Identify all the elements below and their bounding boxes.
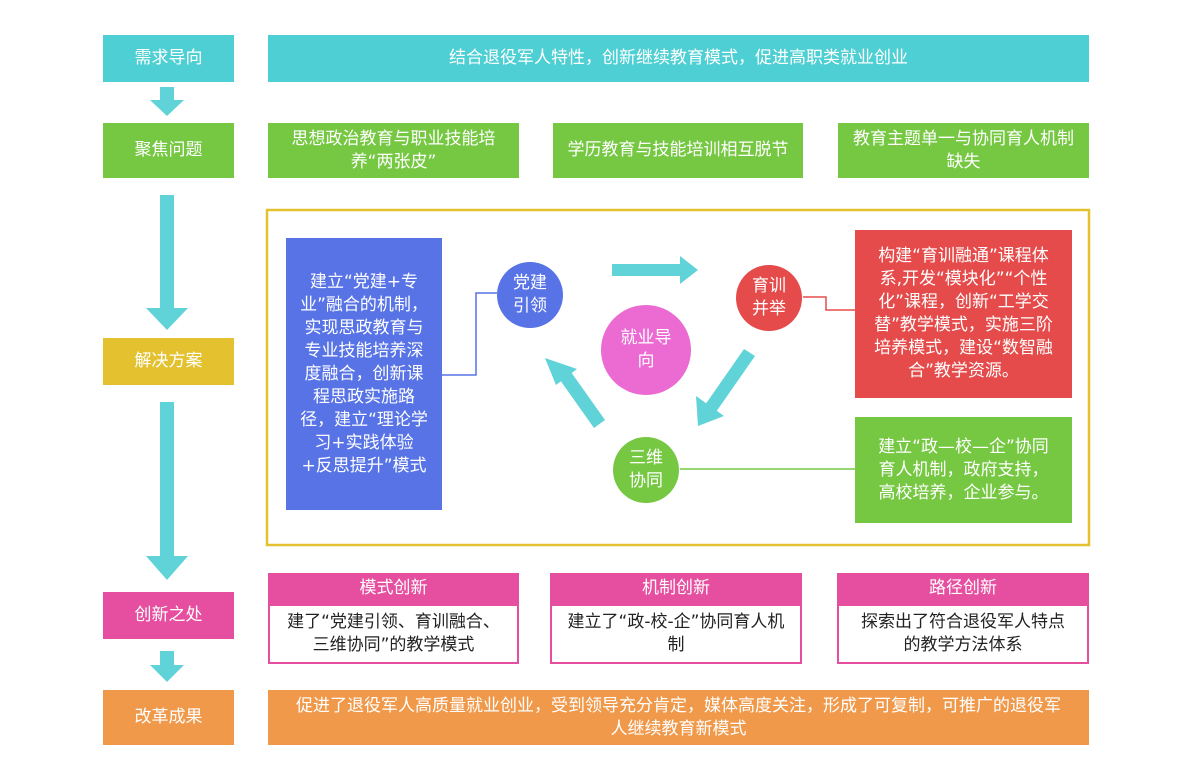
cycle-arrow-up-left: [545, 358, 605, 428]
line-edu-to-right: [803, 296, 855, 311]
innovation-title-1: 模式创新: [268, 573, 519, 604]
cycle-arrows: [545, 256, 755, 428]
node-party-leadership: 党建引领: [497, 262, 563, 328]
solution-right-top-box: 构建“育训融通”课程体系,开发“模块化”“个性化”课程，创新“工学交替”教学模式…: [855, 230, 1072, 398]
innovation-text-3: 探索出了符合退役军人特点的教学方法体系: [837, 604, 1089, 664]
problem-box-2: 学历教育与技能培训相互脱节: [553, 123, 803, 178]
arrow-solution-to-innovation: [146, 402, 188, 580]
label-result: 改革成果: [103, 690, 234, 745]
demand-text-box: 结合退役军人特性，创新继续教育模式，促进高职类就业创业: [268, 35, 1089, 82]
solution-frame: [265, 208, 1091, 547]
connector-lines: [442, 292, 855, 470]
solution-right-bottom-box: 建立“政—校—企”协同育人机制，政府支持，高校培养，企业参与。: [855, 417, 1072, 523]
node-employment-center: 就业导向: [601, 305, 691, 395]
flow-arrows: [146, 87, 188, 682]
result-text-box: 促进了退役军人高质量就业创业，受到领导充分肯定，媒体高度关注，形成了可复制，可推…: [268, 690, 1089, 745]
problem-box-1: 思想政治教育与职业技能培养“两张皮”: [268, 123, 519, 178]
arrow-focus-to-solution: [146, 195, 188, 330]
label-focus: 聚焦问题: [103, 123, 234, 178]
innovation-title-2: 机制创新: [550, 573, 802, 604]
arrow-demand-to-focus: [150, 87, 184, 116]
arrow-innovation-to-result: [150, 651, 184, 682]
line-left-to-party: [442, 292, 497, 376]
label-demand: 需求导向: [103, 35, 234, 82]
problem-box-3: 教育主题单一与协同育人机制缺失: [838, 123, 1089, 178]
cycle-arrow-right: [612, 256, 698, 284]
innovation-text-1: 建了“党建引领、育训融合、三维协同”的教学模式: [268, 604, 519, 664]
cycle-arrow-down-left: [696, 349, 755, 426]
node-edu-training: 育训并举: [736, 265, 802, 331]
node-three-dimension: 三维协同: [613, 437, 679, 503]
label-solution: 解决方案: [103, 338, 234, 385]
label-innovation: 创新之处: [103, 592, 234, 639]
innovation-title-3: 路径创新: [837, 573, 1089, 604]
solution-left-box: 建立“党建+专业”融合的机制，实现思政教育与专业技能培养深度融合，创新课程思政实…: [286, 238, 442, 510]
innovation-text-2: 建立了“政-校-企”协同育人机制: [550, 604, 802, 664]
